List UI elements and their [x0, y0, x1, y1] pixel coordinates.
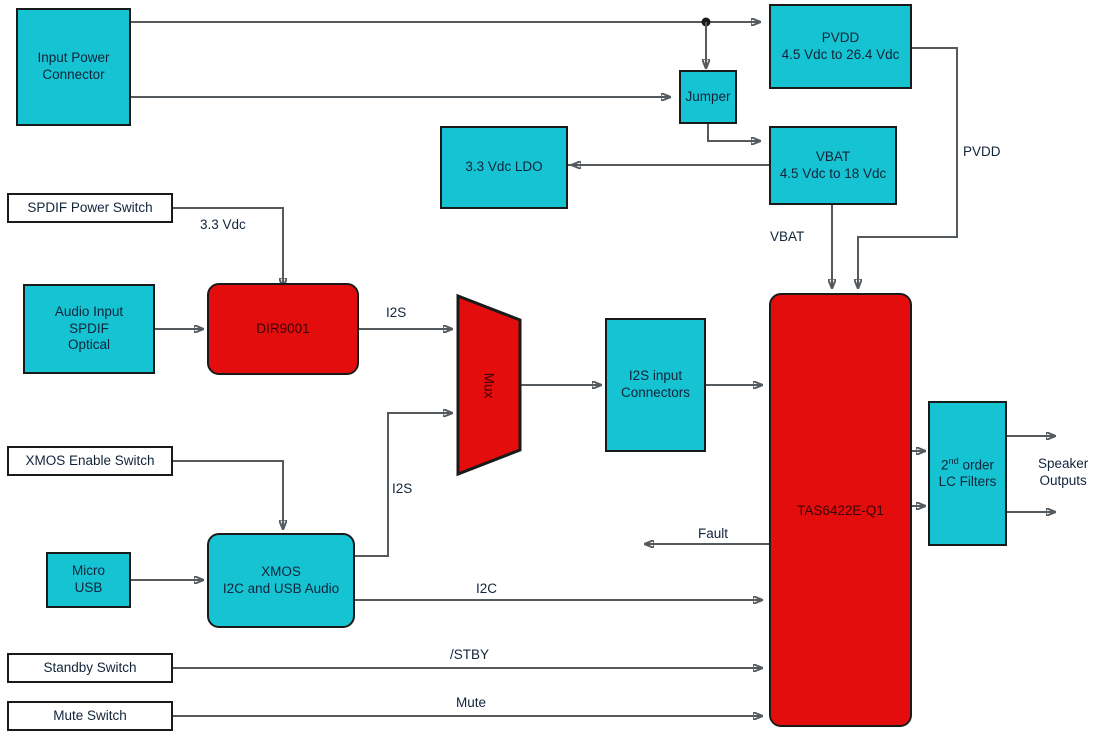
label-3v3-vdc: 3.3 Vdc: [200, 217, 246, 232]
mux-shape: [456, 293, 522, 477]
pvdd-line2: 4.5 Vdc to 26.4 Vdc: [781, 46, 900, 62]
input-power-connector-line1: Input Power: [37, 50, 110, 66]
junction-dot: [701, 17, 711, 27]
i2s-connectors-line1: I2S input: [628, 368, 683, 384]
mux-label-wrap: Mux: [455, 294, 523, 476]
micro-usb-line1: Micro: [72, 563, 105, 579]
xmos-line1: XMOS: [261, 563, 301, 579]
block-mux[interactable]: Mux: [455, 293, 523, 477]
label-pvdd-rail: PVDD: [963, 144, 1001, 159]
block-jumper[interactable]: Jumper: [679, 70, 737, 124]
speaker-outputs-line2: Outputs: [1039, 472, 1087, 488]
block-audio-input-spdif-optical[interactable]: Audio Input SPDIF Optical: [23, 284, 155, 374]
audio-input-line2: SPDIF: [69, 320, 109, 336]
block-dir9001[interactable]: DIR9001: [207, 283, 359, 375]
label-fault: Fault: [698, 526, 729, 541]
label-i2s-spdif: I2S: [386, 305, 407, 320]
label-i2s-xmos: I2S: [392, 481, 413, 496]
block-input-power-connector[interactable]: Input Power Connector: [16, 8, 131, 126]
lc-order-suffix: nd: [948, 455, 959, 466]
block-vbat[interactable]: VBAT 4.5 Vdc to 18 Vdc: [769, 126, 897, 205]
input-power-connector-line2: Connector: [42, 67, 105, 82]
audio-input-line3: Optical: [67, 337, 111, 353]
lc-filters-line1: 2nd order: [939, 456, 997, 474]
block-lc-filters[interactable]: 2nd order LC Filters: [928, 401, 1007, 546]
block-mute-switch[interactable]: Mute Switch: [7, 701, 173, 731]
label-mute: Mute: [456, 695, 487, 710]
micro-usb-line2: USB: [74, 580, 103, 595]
i2s-connectors-line2: Connectors: [620, 385, 691, 400]
dir9001-label: DIR9001: [256, 320, 310, 336]
tas6422-label: TAS6422E-Q1: [797, 503, 884, 518]
xmos-line2: I2C and USB Audio: [222, 580, 340, 596]
lc-order-number: 2: [940, 457, 949, 473]
block-xmos-enable-switch[interactable]: XMOS Enable Switch: [7, 446, 173, 476]
block-3v3-ldo[interactable]: 3.3 Vdc LDO: [440, 126, 568, 209]
audio-input-line1: Audio Input: [54, 303, 124, 319]
wire-jumper-to-vbat: [707, 124, 760, 141]
block-standby-switch[interactable]: Standby Switch: [7, 653, 173, 683]
lc-filters-line2: LC Filters: [938, 474, 997, 490]
mute-switch-label: Mute Switch: [53, 707, 127, 723]
speaker-outputs-line1: Speaker: [1038, 456, 1089, 471]
block-xmos[interactable]: XMOS I2C and USB Audio: [207, 533, 355, 628]
standby-switch-label: Standby Switch: [43, 659, 137, 675]
block-micro-usb[interactable]: Micro USB: [46, 552, 131, 608]
pvdd-line1: PVDD: [821, 29, 860, 45]
block-tas6422e-q1[interactable]: TAS6422E-Q1: [769, 293, 912, 727]
vbat-line2: 4.5 Vdc to 18 Vdc: [779, 165, 887, 181]
xmos-enable-switch-label: XMOS Enable Switch: [25, 452, 155, 468]
jumper-label: Jumper: [685, 88, 731, 104]
mux-label: Mux: [481, 372, 497, 398]
lc-order-word: order: [958, 457, 994, 473]
ldo-label: 3.3 Vdc LDO: [465, 159, 543, 175]
vbat-line1: VBAT: [815, 148, 851, 164]
block-pvdd[interactable]: PVDD 4.5 Vdc to 26.4 Vdc: [769, 4, 912, 89]
block-i2s-input-connectors[interactable]: I2S input Connectors: [605, 318, 706, 452]
wire-xmos-switch-to-xmos: [173, 460, 283, 529]
label-vbat-rail: VBAT: [770, 229, 805, 244]
label-stby: /STBY: [450, 647, 490, 662]
label-speaker-outputs: Speaker Outputs: [1038, 456, 1088, 490]
spdif-power-switch-label: SPDIF Power Switch: [27, 199, 153, 215]
block-spdif-power-switch[interactable]: SPDIF Power Switch: [7, 193, 173, 223]
label-i2c: I2C: [476, 581, 498, 596]
